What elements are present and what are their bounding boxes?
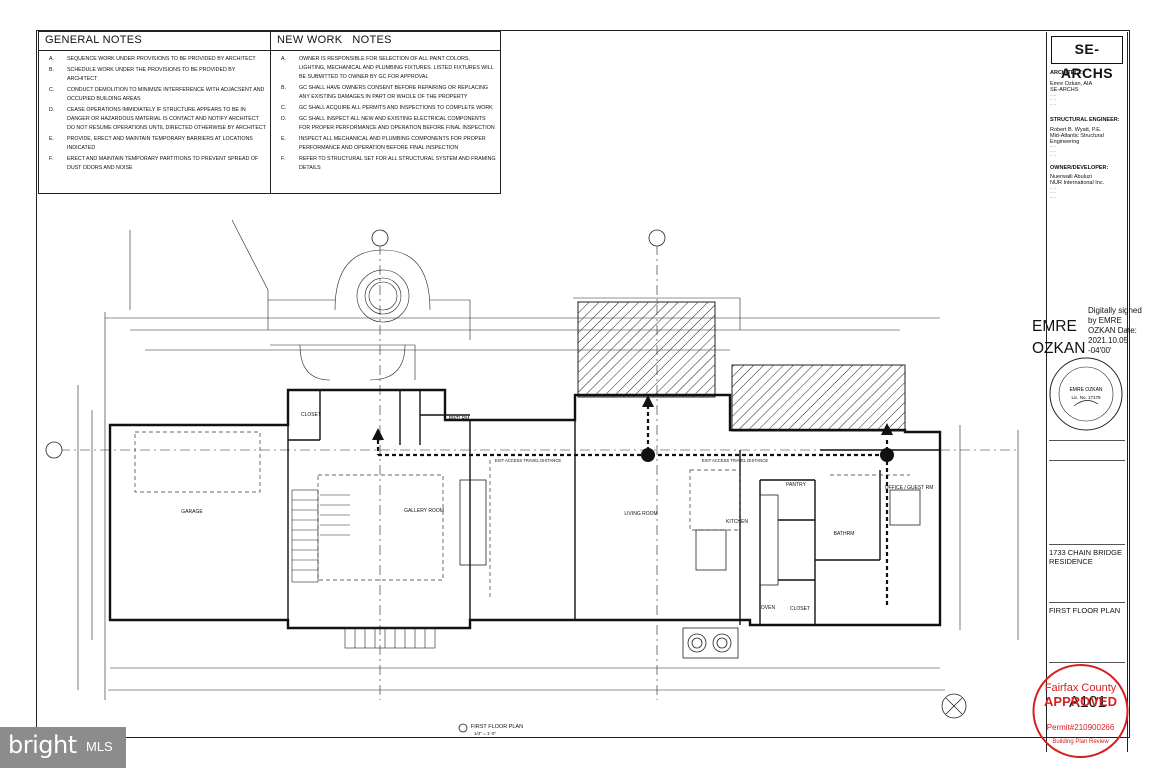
architect-info: ARCHITECT: Emre Ozkan, AIA SE-ARCHS ····…	[1050, 70, 1093, 107]
oven-label: OVEN	[761, 605, 776, 611]
structural-engineer-info: STRUCTURAL ENGINEER: Robert B. Wyatt, P.…	[1050, 117, 1120, 159]
new-work-notes: NEW WORK NOTES A.OWNER IS RESPONSIBLE FO…	[271, 32, 500, 193]
bright-mls-watermark: bright MLS	[0, 727, 126, 768]
drawing-sheet-border	[36, 30, 1130, 738]
general-note-item: E.PROVIDE, ERECT AND MAINTAIN TEMPORARY …	[49, 136, 253, 151]
sheet-title: FIRST FLOOR PLAN	[1049, 606, 1121, 615]
new-work-note-item: E.INSPECT ALL MECHANICAL AND PLUMBING CO…	[281, 136, 486, 151]
garage-label: GARAGE	[181, 509, 203, 515]
office-label: OFFICE / GUEST RM	[885, 485, 934, 491]
firm-logo: SE-ARCHS	[1051, 36, 1123, 81]
pwd-rm-label: PWD RM	[449, 416, 470, 422]
svg-text:EMRE OZKAN: EMRE OZKAN	[1069, 387, 1102, 393]
general-note-item: A.SEQUENCE WORK UNDER PROVISIONS TO BE P…	[49, 56, 256, 62]
general-note-item: B.SCHEDULE WORK UNDER THE PROVISIONS TO …	[49, 67, 236, 82]
new-work-note-item: A.OWNER IS RESPONSIBLE FOR SELECTION OF …	[281, 56, 494, 80]
approval-stamp: Fairfax County APPROVED Permit#210900266…	[1031, 663, 1130, 759]
new-work-note-item: C.GC SHALL ACQUIRE ALL PERMITS AND INSPE…	[281, 105, 493, 111]
living-room-label: LIVING ROOM	[624, 511, 657, 517]
plan-title: FIRST FLOOR PLAN	[471, 724, 523, 730]
new-work-note-item: D.GC SHALL INSPECT ALL NEW AND EXISTING …	[281, 116, 495, 131]
closet-label: CLOSET	[301, 412, 321, 418]
gallery-room-label: GALLERY ROOM	[404, 508, 444, 514]
general-note-item: F.ERECT AND MAINTAIN TEMPORARY PARTITION…	[49, 156, 259, 171]
new-work-notes-title: NEW WORK NOTES	[271, 32, 500, 51]
new-work-note-item: B.GC SHALL HAVE OWNERS CONSENT BEFORE RE…	[281, 85, 489, 100]
notes-box: GENERAL NOTES A.SEQUENCE WORK UNDER PROV…	[38, 31, 501, 194]
travel-distance-label-1: EXIT ACCESS TRAVEL DISTANCE	[495, 458, 562, 463]
signature-details: Digitally signed by EMRE OZKAN Date: 202…	[1088, 306, 1142, 355]
general-notes-title: GENERAL NOTES	[39, 32, 270, 51]
closet-2-label: CLOSET	[790, 606, 810, 612]
plan-scale: 1/4" = 1'-0"	[474, 731, 496, 736]
bathrm-label: BATHRM	[834, 531, 855, 537]
general-note-item: C.CONDUCT DEMOLITION TO MINIMIZE INTERFE…	[49, 87, 265, 102]
title-block: SE-ARCHS ARCHITECT: Emre Ozkan, AIA SE-A…	[1046, 32, 1128, 752]
owner-info: OWNER/DEVELOPER: Nuerwaili Abuluzi NUR I…	[1050, 164, 1109, 200]
svg-text:Lic. No. 17179: Lic. No. 17179	[1071, 395, 1101, 400]
general-note-item: D.CEASE OPERATIONS IMMIDIATELY IF STRUCT…	[49, 107, 266, 131]
kitchen-label: KITCHEN	[726, 519, 748, 525]
general-notes: GENERAL NOTES A.SEQUENCE WORK UNDER PROV…	[39, 32, 271, 193]
travel-distance-label-2: EXIT ACCESS TRAVEL DISTANCE	[702, 458, 769, 463]
architect-seal: EMRE OZKAN Lic. No. 17179	[1049, 357, 1123, 431]
new-work-note-item: F.REFER TO STRUCTURAL SET FOR ALL STRUCT…	[281, 156, 496, 171]
project-name: 1733 CHAIN BRIDGE RESIDENCE	[1049, 548, 1122, 566]
pantry-label: PANTRY	[786, 482, 806, 488]
floor-plan-drawing: GARAGE CLOSET PWD RM GALLERY ROOM LIVING…	[45, 219, 1020, 736]
